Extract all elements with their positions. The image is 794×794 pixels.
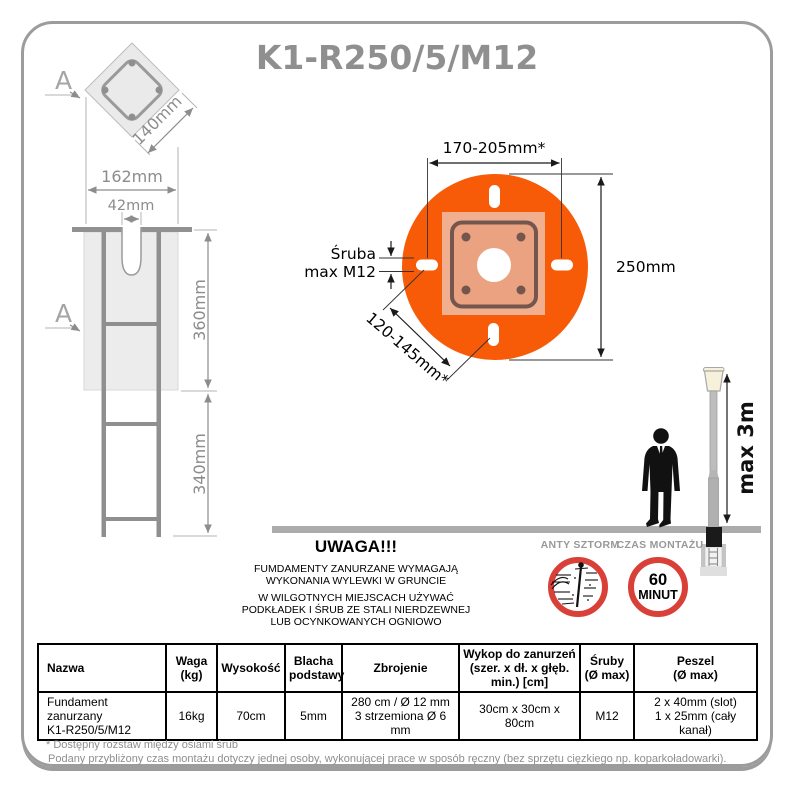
dim-360mm: 360mm xyxy=(190,279,209,341)
installation-scene: max 3m xyxy=(272,367,761,576)
cell-plate: 5mm xyxy=(284,691,343,741)
dim-42mm: 42mm xyxy=(108,198,155,214)
anti-storm-badge: ANTY SZTORM xyxy=(541,539,620,617)
footnotes: * Dostępny rozstaw między osiami śrub Po… xyxy=(46,739,726,766)
spec-table: Nazwa Waga (kg) Wysokość Blacha podstawy… xyxy=(37,643,758,741)
col-header-excavation: Wykop do zanurzeń (szer. x dł. x głęb. m… xyxy=(458,643,581,693)
col-header-plate: Blacha podstawy xyxy=(284,643,344,693)
warning-heading: UWAGA!!! xyxy=(314,537,398,556)
center-hole xyxy=(477,248,511,282)
cell-height: 70cm xyxy=(216,691,286,741)
lamp-post xyxy=(703,367,725,529)
section-label-mid: A xyxy=(55,299,72,328)
cable-channel xyxy=(121,227,142,276)
diamond-rebar-frame xyxy=(101,59,163,121)
cell-name: Fundament zanurzany K1-R250/5/M12 xyxy=(37,691,167,741)
diamond-rebar-dots xyxy=(101,59,163,121)
dim-250mm: 250mm xyxy=(616,258,676,276)
spec-table-header-row: Nazwa Waga (kg) Wysokość Blacha podstawy… xyxy=(37,643,758,693)
page-border xyxy=(21,21,773,767)
dim-170-205: 170-205mm* xyxy=(443,139,546,157)
footnote-2: Podany przybliżony czas montażu dotyczy … xyxy=(48,752,727,765)
bolt-note-line2: max M12 xyxy=(304,263,376,281)
spec-table-data-row: Fundament zanurzany K1-R250/5/M12 16kg 7… xyxy=(37,691,758,741)
base-plate-top-view: 170-205mm* 250mm Śruba max M12 120-145mm… xyxy=(304,139,676,390)
bolt-note-line1: Śruba xyxy=(331,244,376,263)
cell-conduit: 2 x 40mm (slot) 1 x 25mm (cały kanał) xyxy=(633,691,758,741)
col-header-rebar: Zbrojenie xyxy=(341,643,460,693)
warning-para-1: FUMDAMENTY ZANURZANE WYMAGAJĄ WYKONANIA … xyxy=(254,563,458,587)
dim-340mm: 340mm xyxy=(190,433,209,495)
foundation-cross-section: 162mm 42mm 360mm 340mm A xyxy=(45,97,217,537)
time-value: 60 xyxy=(649,571,667,589)
cell-weight: 16kg xyxy=(165,691,218,741)
time-unit: MINUT xyxy=(638,588,678,602)
col-header-bolts: Śruby (Ø max) xyxy=(579,643,635,693)
person-silhouette xyxy=(642,428,680,528)
page-title: K1-R250/5/M12 xyxy=(255,38,539,77)
col-header-weight: Waga (kg) xyxy=(165,643,218,693)
buried-foundation xyxy=(700,527,727,576)
ground-line xyxy=(272,526,761,533)
warning-para-2: W WILGOTNYCH MIEJSCACH UŻYWAĆ PODKŁADEK … xyxy=(241,592,471,628)
col-header-conduit: Peszel (Ø max) xyxy=(633,643,758,693)
installation-time-label: CZAS MONTAŻU xyxy=(617,538,704,551)
bolt-slots xyxy=(416,185,573,346)
cell-bolts: M12 xyxy=(579,691,635,741)
storm-icon xyxy=(550,562,598,608)
installation-time-badge: CZAS MONTAŻU 60 MINUT xyxy=(617,538,704,617)
col-header-height: Wysokość xyxy=(216,643,286,693)
cell-rebar: 280 cm / Ø 12 mm 3 strzemiona Ø 6 mm xyxy=(341,691,460,741)
rebar-cage xyxy=(101,232,161,537)
footnote-1: * Dostępny rozstaw między osiami śrub xyxy=(46,739,238,751)
section-label-top: A xyxy=(55,66,72,95)
dim-162mm: 162mm xyxy=(101,167,163,186)
warning-block: UWAGA!!! FUMDAMENTY ZANURZANE WYMAGAJĄ W… xyxy=(236,537,476,628)
col-header-name: Nazwa xyxy=(37,643,167,693)
installation-time-ring xyxy=(628,557,688,617)
anchor-bolts xyxy=(461,232,526,295)
anti-storm-label: ANTY SZTORM xyxy=(541,539,620,551)
section-a-top-view: A 140mm xyxy=(45,42,198,156)
cell-excavation: 30cm x 30cm x 80cm xyxy=(458,691,581,741)
lamp-head xyxy=(703,370,724,392)
dim-max-3m: max 3m xyxy=(734,401,758,494)
